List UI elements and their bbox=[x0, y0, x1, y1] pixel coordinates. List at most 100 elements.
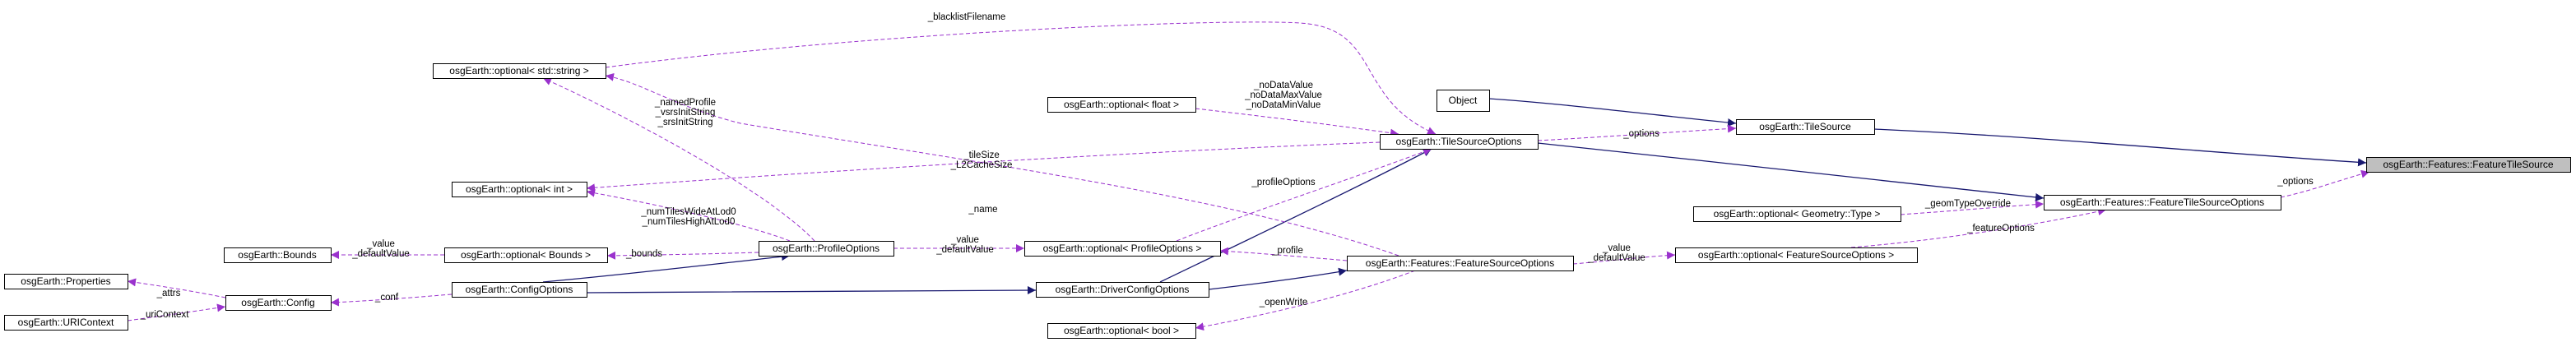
node-label: osgEarth::URIContext bbox=[18, 317, 114, 328]
node-config[interactable]: osgEarth::Config bbox=[225, 295, 332, 311]
usage-edge-opt-int-to-profile-options bbox=[586, 188, 791, 242]
inheritance-edge-driver-config-options-to-feature-source-options bbox=[1208, 267, 1348, 290]
node-tile-source-options[interactable]: osgEarth::TileSourceOptions bbox=[1380, 134, 1539, 150]
node-opt-bounds[interactable]: osgEarth::optional< Bounds > bbox=[444, 247, 608, 263]
edge-label: _uriContext bbox=[140, 310, 190, 320]
node-properties[interactable]: osgEarth::Properties bbox=[4, 274, 128, 289]
node-opt-profile-options[interactable]: osgEarth::optional< ProfileOptions > bbox=[1024, 241, 1221, 257]
node-label: osgEarth::ProfileOptions bbox=[773, 243, 880, 254]
node-feature-tile-source[interactable]: osgEarth::Features::FeatureTileSource bbox=[2366, 157, 2571, 173]
edge-label: _conf bbox=[374, 293, 399, 303]
edge-labels-layer: _options_options_geomTypeOverride_featur… bbox=[140, 12, 2314, 320]
node-label: osgEarth::Config bbox=[241, 297, 314, 308]
node-opt-feature-source-options[interactable]: osgEarth::optional< FeatureSourceOptions… bbox=[1675, 247, 1918, 263]
node-label: osgEarth::DriverConfigOptions bbox=[1056, 284, 1190, 295]
usage-edge-opt-profile-options-to-feature-source-options bbox=[1219, 247, 1348, 261]
usage-edge-opt-float-to-tile-source-options bbox=[1195, 108, 1399, 137]
node-box bbox=[1036, 282, 1209, 298]
node-tile-source[interactable]: osgEarth::TileSource bbox=[1736, 119, 1875, 135]
node-label: osgEarth::TileSource bbox=[1759, 121, 1851, 132]
node-box bbox=[4, 315, 128, 331]
edge-label: _value bbox=[1602, 243, 1631, 253]
node-box bbox=[1047, 97, 1196, 113]
edge-label: _numTilesHighAtLod0 bbox=[642, 217, 736, 227]
usage-edge-opt-string-to-feature-source-options bbox=[605, 72, 1399, 257]
inheritance-edge-config-options-to-profile-options bbox=[542, 252, 791, 283]
edge-label: _openWrite bbox=[1259, 298, 1308, 307]
node-label: osgEarth::optional< float > bbox=[1064, 99, 1179, 110]
node-object[interactable]: Object bbox=[1437, 90, 1490, 112]
usage-edge-opt-string-to-tile-source-options bbox=[605, 21, 1437, 135]
node-opt-geom-type[interactable]: osgEarth::optional< Geometry::Type > bbox=[1693, 206, 1901, 222]
inheritance-edge-tile-source-options-to-feature-tile-source-options bbox=[1537, 142, 2045, 201]
edge-label: _namedProfile bbox=[654, 98, 716, 108]
edge-label: _defaultValue bbox=[1587, 253, 1645, 263]
usage-edge-feature-source-options-to-opt-feature-source-options bbox=[1572, 251, 1676, 265]
usage-edge-properties-to-config bbox=[127, 278, 226, 298]
edge-label: _value bbox=[950, 235, 979, 245]
node-opt-string[interactable]: osgEarth::optional< std::string > bbox=[433, 63, 606, 79]
edge-label: _options bbox=[2277, 177, 2314, 187]
edge-label: _bounds bbox=[625, 249, 662, 259]
edge-label: _defaultValue bbox=[935, 245, 993, 255]
node-box bbox=[2366, 157, 2571, 173]
usage-edge-opt-bounds-to-profile-options bbox=[606, 251, 759, 260]
usage-edge-opt-int-to-tile-source-options bbox=[586, 141, 1381, 192]
edge-label: _noDataMinValue bbox=[1246, 100, 1321, 110]
node-config-options[interactable]: osgEarth::ConfigOptions bbox=[452, 282, 587, 298]
edge-label: _L2CacheSize bbox=[950, 160, 1013, 170]
edge-label: _geomTypeOverride bbox=[1924, 199, 2011, 209]
node-box bbox=[452, 182, 587, 197]
usage-edge-tile-source-options-to-tile-source bbox=[1537, 124, 1737, 141]
node-label: osgEarth::optional< FeatureSourceOptions… bbox=[1698, 249, 1894, 261]
edge-label: _tileSize bbox=[963, 150, 999, 160]
usage-edge-opt-profile-options-to-tile-source-options bbox=[1176, 147, 1432, 242]
node-label: Object bbox=[1449, 95, 1478, 106]
node-opt-int[interactable]: osgEarth::optional< int > bbox=[452, 182, 587, 197]
node-box bbox=[224, 247, 332, 263]
node-uri-context[interactable]: osgEarth::URIContext bbox=[4, 315, 128, 331]
node-box bbox=[1024, 241, 1221, 257]
usage-edge-opt-bool-to-feature-source-options bbox=[1195, 270, 1416, 331]
inheritance-edge-config-options-to-driver-config-options bbox=[586, 286, 1037, 295]
edge-label: _profileOptions bbox=[1251, 178, 1316, 187]
node-box bbox=[2044, 195, 2281, 210]
node-label: osgEarth::optional< std::string > bbox=[449, 65, 588, 76]
node-driver-config-options[interactable]: osgEarth::DriverConfigOptions bbox=[1036, 282, 1209, 298]
node-label: osgEarth::Features::FeatureTileSource bbox=[2383, 159, 2554, 170]
node-box bbox=[1047, 323, 1196, 339]
node-feature-tile-source-options[interactable]: osgEarth::Features::FeatureTileSourceOpt… bbox=[2044, 195, 2281, 210]
node-label: osgEarth::ConfigOptions bbox=[466, 284, 573, 295]
edge-label: _value bbox=[366, 239, 395, 249]
node-box bbox=[1736, 119, 1875, 135]
edge-label: _featureOptions bbox=[1966, 224, 2035, 233]
node-label: osgEarth::Properties bbox=[21, 275, 110, 287]
usage-edge-config-to-config-options bbox=[330, 294, 453, 307]
edge-label: _profile bbox=[1271, 246, 1303, 256]
node-label: osgEarth::Features::FeatureSourceOptions bbox=[1366, 257, 1554, 269]
node-opt-bool[interactable]: osgEarth::optional< bool > bbox=[1047, 323, 1196, 339]
node-bounds[interactable]: osgEarth::Bounds bbox=[224, 247, 332, 263]
node-label: osgEarth::optional< bool > bbox=[1064, 325, 1179, 336]
node-profile-options[interactable]: osgEarth::ProfileOptions bbox=[759, 241, 894, 257]
node-feature-source-options[interactable]: osgEarth::Features::FeatureSourceOptions bbox=[1347, 256, 1574, 271]
node-box bbox=[444, 247, 608, 263]
node-label: osgEarth::optional< ProfileOptions > bbox=[1043, 243, 1202, 254]
node-box bbox=[225, 295, 332, 311]
node-label: osgEarth::Bounds bbox=[238, 249, 316, 261]
inheritance-edge-driver-config-options-to-tile-source-options bbox=[1159, 148, 1432, 283]
node-box bbox=[1693, 206, 1901, 222]
edge-label: _noDataValue bbox=[1253, 81, 1313, 90]
nodes-layer: osgEarth::Features::FeatureTileSourceosg… bbox=[4, 63, 2571, 339]
node-label: osgEarth::optional< int > bbox=[466, 183, 573, 195]
edge-label: _attrs bbox=[156, 289, 181, 298]
usage-edge-feature-tile-source-options-to-feature-tile-source bbox=[2280, 169, 2370, 198]
node-opt-float[interactable]: osgEarth::optional< float > bbox=[1047, 97, 1196, 113]
inheritance-edge-object-to-tile-source bbox=[1488, 98, 1737, 127]
node-label: osgEarth::optional< Geometry::Type > bbox=[1714, 208, 1881, 220]
edge-label: _srsInitString bbox=[657, 118, 712, 127]
node-box bbox=[1437, 90, 1490, 112]
node-label: osgEarth::TileSourceOptions bbox=[1396, 136, 1522, 147]
usage-edge-uri-context-to-config bbox=[127, 303, 226, 321]
